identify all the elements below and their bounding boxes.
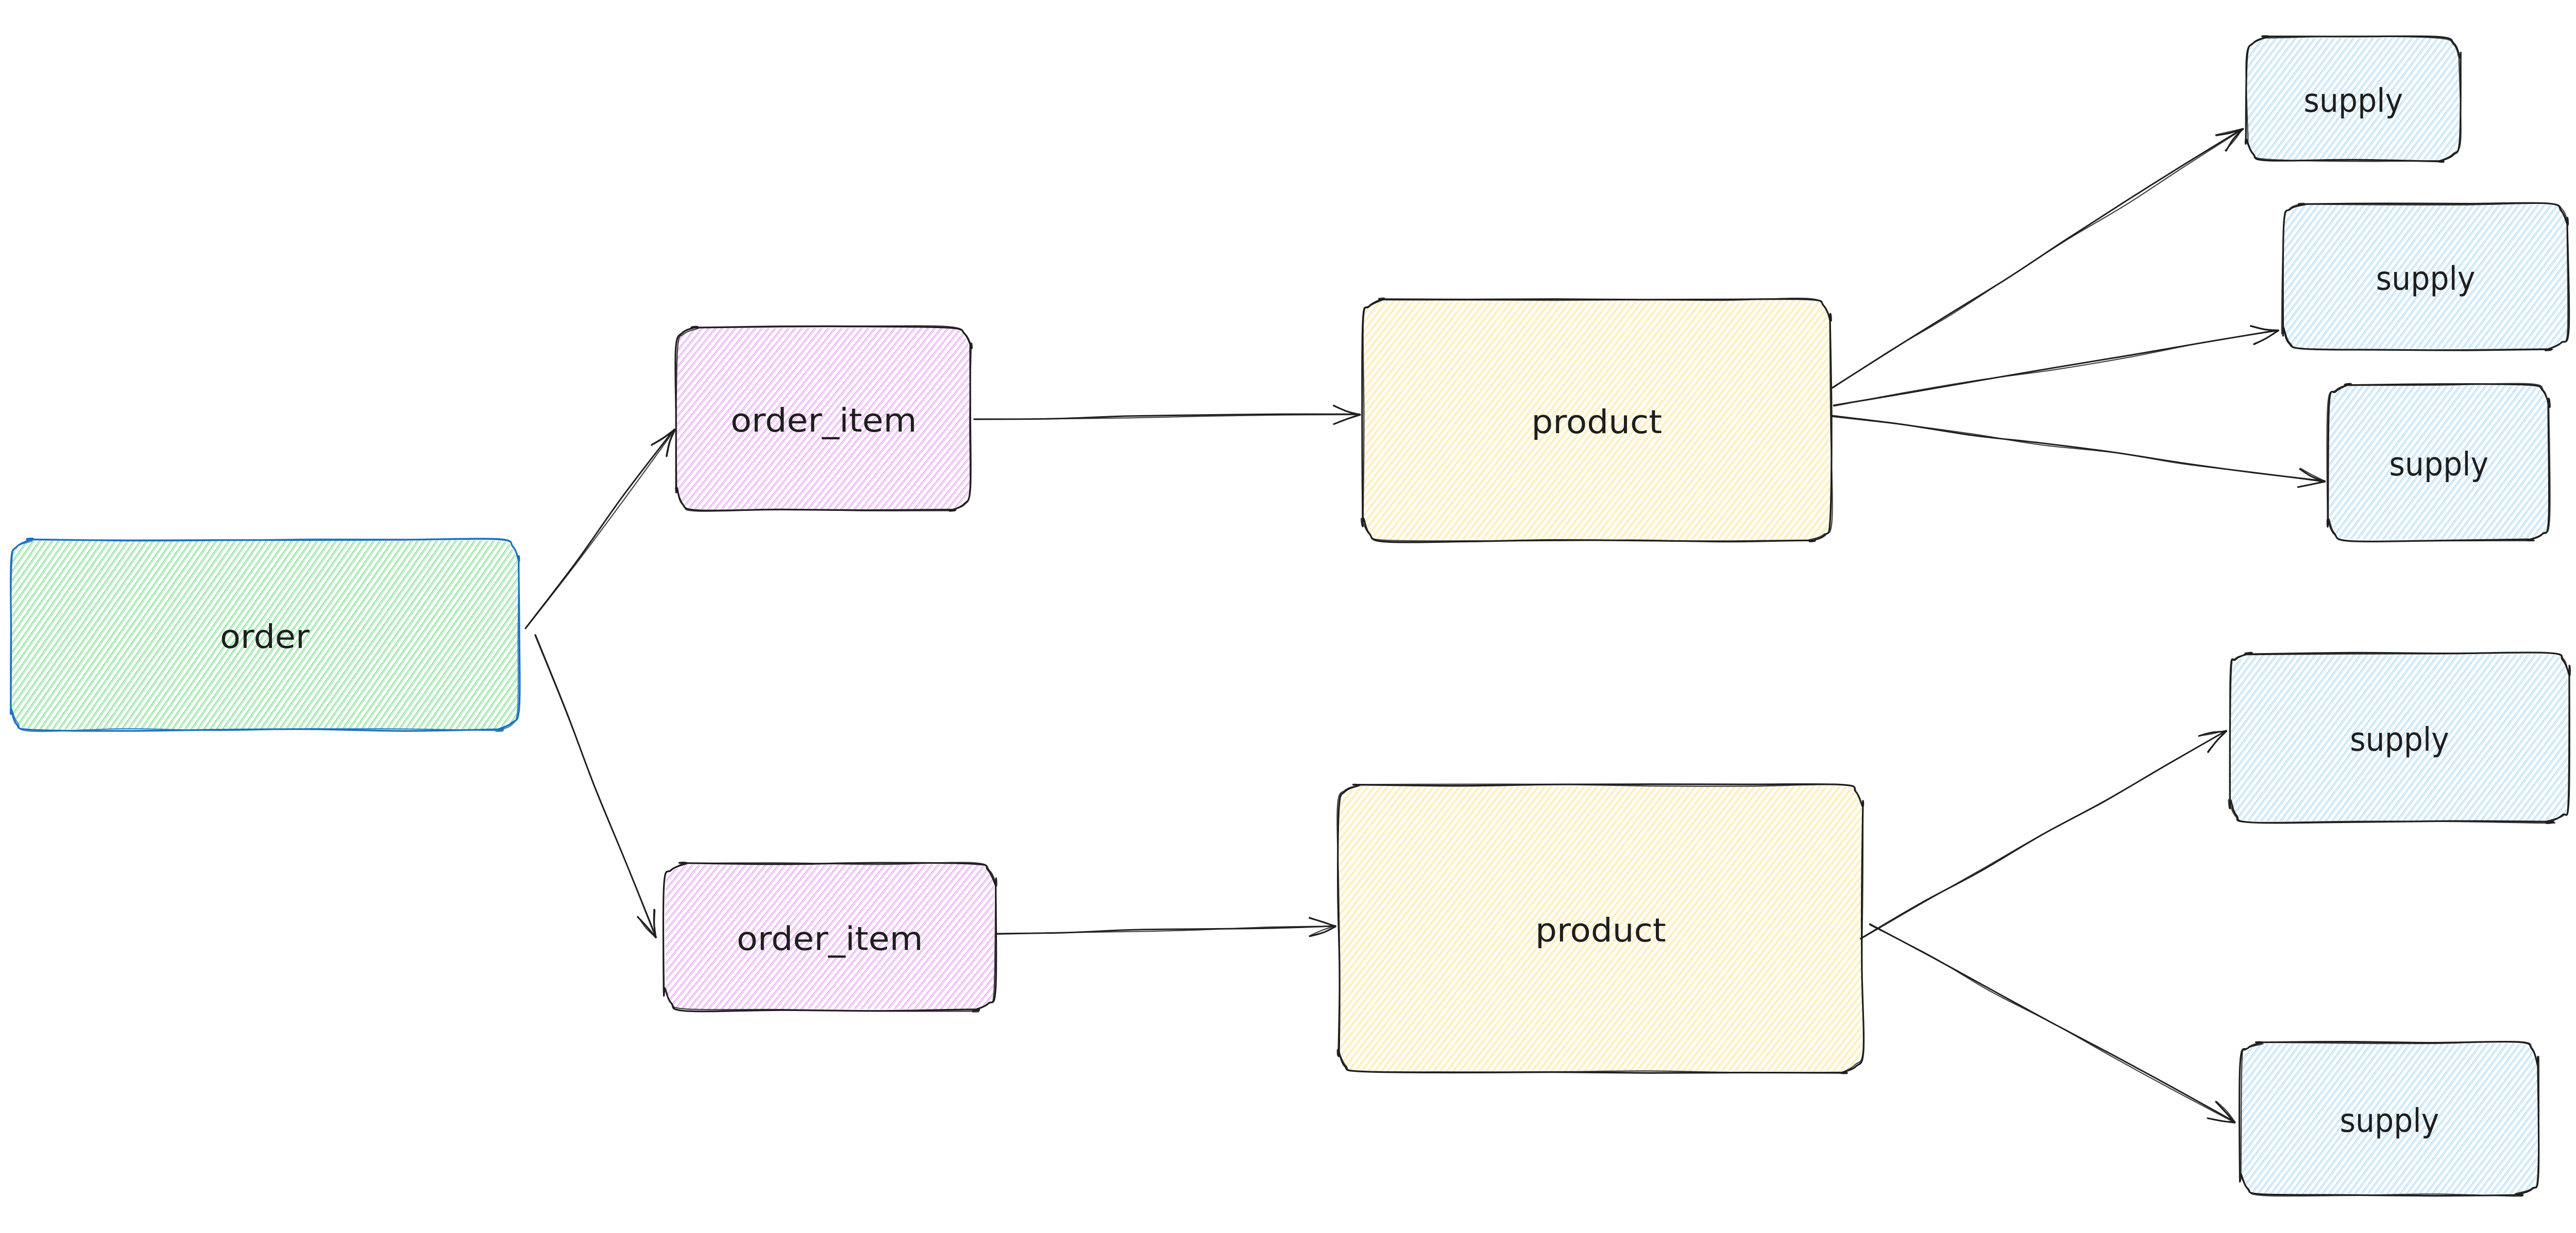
node-supply_3[interactable]: supply: [2326, 383, 2551, 543]
edge-order_item_2-to-product_2[interactable]: [996, 917, 1336, 937]
node-supply_2[interactable]: supply: [2281, 202, 2570, 351]
node-fill-yellow: [1339, 785, 1862, 1072]
edge-order-to-order_item_2[interactable]: [534, 634, 657, 938]
edge-order_item_1-to-product_1[interactable]: [973, 404, 1361, 425]
node-fill-blue: [2283, 204, 2568, 349]
node-label-supply_4: supply: [2350, 721, 2449, 759]
node-label-supply_2: supply: [2376, 260, 2476, 297]
node-border: [2326, 383, 2551, 542]
node-supply_1[interactable]: supply: [2245, 35, 2462, 163]
node-order[interactable]: order: [10, 537, 521, 732]
node-supply_4[interactable]: supply: [2228, 652, 2571, 824]
node-supply_5[interactable]: supply: [2238, 1040, 2540, 1197]
node-border: [1360, 297, 1833, 543]
node-product_2[interactable]: product: [1336, 783, 1865, 1074]
node-fill-blue: [2247, 38, 2460, 160]
node-label-order_item_1: order_item: [731, 402, 917, 439]
node-label-supply_1: supply: [2303, 82, 2403, 119]
node-label-order: order: [220, 618, 310, 656]
node-label-supply_3: supply: [2389, 446, 2488, 483]
node-border: [10, 538, 520, 732]
node-fill-blue: [2241, 1043, 2538, 1195]
node-fill-yellow: [1363, 300, 1831, 541]
edge-order-to-order_item_1[interactable]: [524, 429, 676, 629]
node-label-product_2: product: [1535, 912, 1666, 949]
node-label-supply_5: supply: [2340, 1102, 2439, 1140]
node-product_1[interactable]: product: [1360, 297, 1833, 543]
nodes-layer: orderorder_itemorder_itemproductproducts…: [10, 35, 2571, 1197]
node-fill-blue: [2329, 385, 2549, 540]
edge-product_1-to-supply_1[interactable]: [1831, 128, 2244, 389]
edge-product_2-to-supply_4[interactable]: [1859, 730, 2228, 940]
node-label-order_item_2: order_item: [737, 920, 923, 957]
node-border: [2228, 652, 2570, 824]
node-border: [675, 325, 973, 512]
node-border: [663, 861, 997, 1013]
node-border: [2281, 202, 2569, 351]
edge-product_2-to-supply_5[interactable]: [1869, 923, 2236, 1124]
node-fill-blue: [2230, 654, 2569, 821]
node-label-product_1: product: [1531, 403, 1662, 441]
node-border: [1336, 783, 1865, 1074]
node-order_item_1[interactable]: order_item: [674, 325, 973, 512]
node-order_item_2[interactable]: order_item: [662, 861, 997, 1013]
node-fill-green: [11, 540, 518, 730]
edge-product_1-to-supply_2[interactable]: [1833, 325, 2280, 407]
node-fill-violet: [676, 327, 971, 510]
node-border: [2239, 1040, 2540, 1197]
node-border: [1361, 298, 1833, 543]
node-fill-violet: [665, 864, 995, 1010]
edges-layer: [524, 128, 2326, 1124]
edge-product_1-to-supply_3[interactable]: [1831, 415, 2326, 488]
node-border: [2245, 36, 2462, 162]
